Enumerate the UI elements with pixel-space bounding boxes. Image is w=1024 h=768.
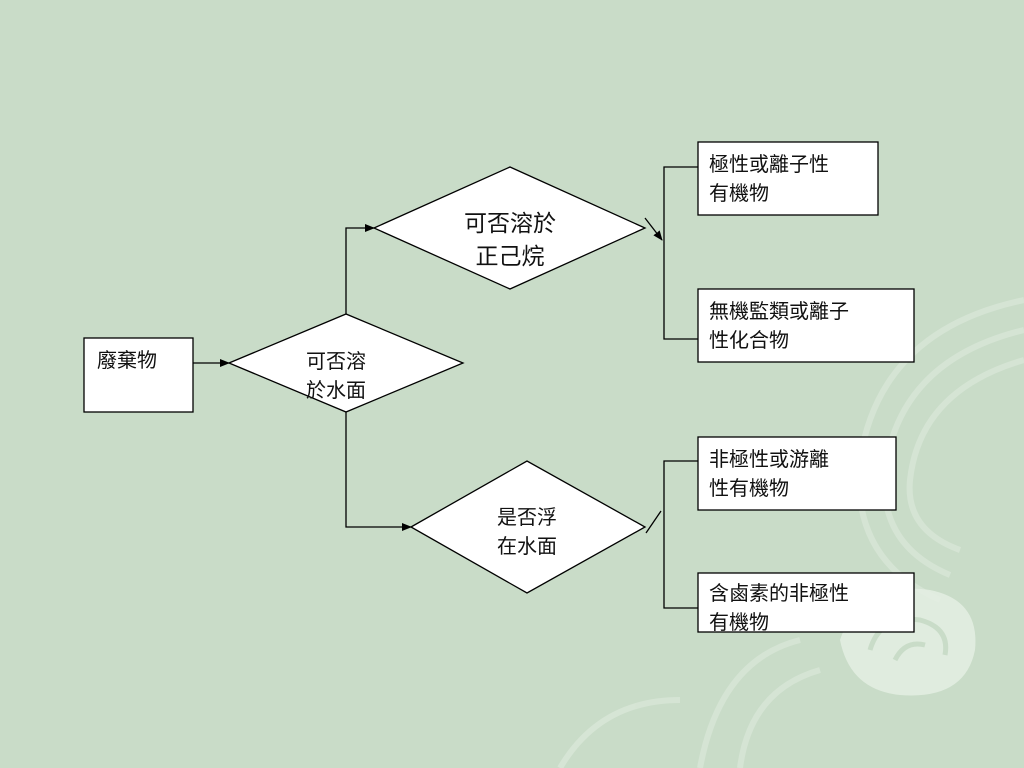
arrow-to-hexane — [345, 224, 375, 314]
inorganic-box — [697, 288, 915, 363]
polar-organic-label: 極性或離子性 有機物 — [709, 152, 829, 205]
waste-box — [83, 337, 194, 413]
waste-label: 廢棄物 — [97, 348, 157, 372]
bracket-top — [663, 166, 698, 340]
arrow-to-float-check — [345, 412, 412, 531]
inorganic-label: 無機監類或離子 性化合物 — [709, 299, 849, 352]
nonpolar-organic-label: 非極性或游離 性有機物 — [709, 447, 829, 500]
tick-top — [644, 217, 663, 241]
float-check-label: 是否浮 在水面 — [497, 505, 557, 558]
polar-organic-box — [697, 141, 879, 216]
connector-lines — [193, 166, 698, 609]
hexane-diamond — [372, 166, 647, 290]
float-on-water-diamond — [227, 313, 465, 413]
tick-bottom — [645, 510, 662, 534]
float-check-diamond — [409, 460, 647, 594]
halogen-organic-box — [697, 572, 915, 633]
bracket-bottom — [663, 460, 698, 609]
nonpolar-organic-box — [697, 436, 897, 511]
halogen-organic-label: 含鹵素的非極性 有機物 — [709, 581, 849, 634]
hexane-label: 可否溶於 正己烷 — [464, 211, 556, 270]
float-on-water-label: 可否溶 於水面 — [306, 349, 366, 402]
